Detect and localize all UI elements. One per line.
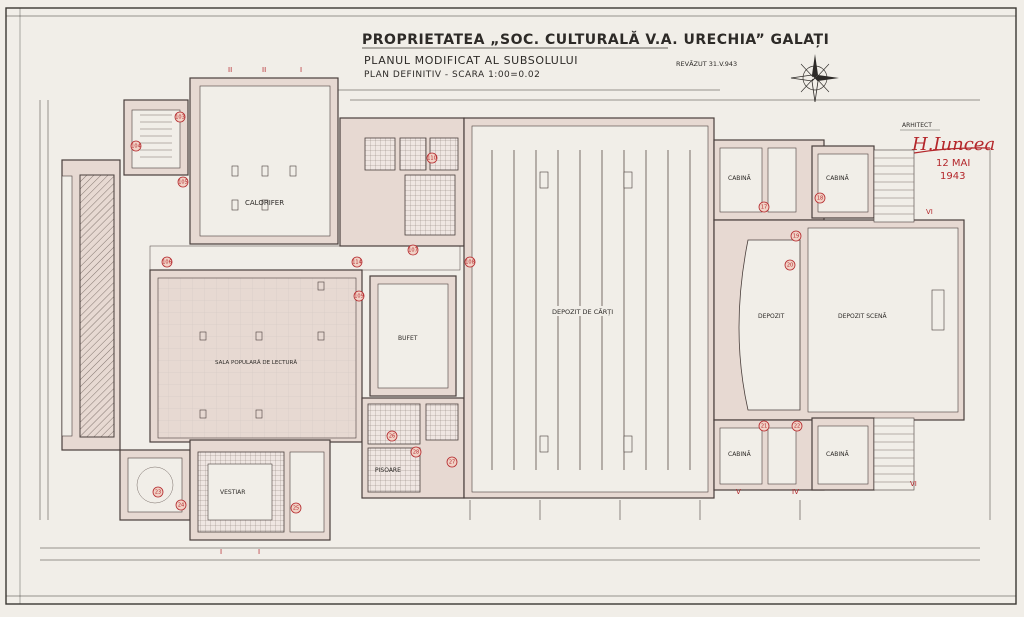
svg-text:106: 106	[162, 260, 172, 266]
svg-text:25: 25	[293, 506, 299, 512]
room-label-cabina-4: CABINĂ	[826, 451, 850, 458]
left-wing	[61, 99, 191, 521]
svg-text:19: 19	[793, 234, 799, 240]
room-marker: 106	[161, 256, 173, 268]
room-marker: 17	[758, 201, 770, 213]
svg-text:23: 23	[155, 490, 161, 496]
foundation-ticks	[469, 500, 801, 520]
room-marker: 105	[177, 176, 189, 188]
svg-text:20: 20	[787, 263, 793, 269]
room-label-reading-hall: SALA POPULARĂ DE LECTURĂ	[215, 359, 297, 366]
room-marker: 22	[791, 420, 803, 432]
north-arrow-compass-icon	[790, 54, 839, 103]
room-label-cabina-2: CABINĂ	[826, 175, 850, 182]
room-marker: 27	[446, 456, 458, 468]
svg-text:17: 17	[761, 205, 767, 211]
svg-text:21: 21	[761, 424, 767, 430]
section-mark-i-bottom: I	[220, 548, 222, 556]
svg-text:24: 24	[178, 503, 184, 509]
svg-text:18: 18	[817, 196, 823, 202]
room-marker: 21	[758, 420, 770, 432]
svg-text:22: 22	[794, 424, 800, 430]
svg-text:110: 110	[427, 156, 437, 162]
room-marker: 19	[790, 230, 802, 242]
room-label-bufet: BUFET	[398, 335, 418, 342]
vestiar-room: VESTIAR	[189, 439, 331, 541]
section-mark-i-bottom-b: I	[258, 548, 260, 556]
svg-text:26: 26	[389, 434, 395, 440]
room-marker: 26	[386, 430, 398, 442]
room-marker: 108	[464, 256, 476, 268]
room-label-pisoare: PISOARE	[375, 467, 401, 474]
svg-text:109: 109	[354, 294, 364, 300]
svg-text:114: 114	[352, 260, 362, 266]
architect-signature: H.Iuncea	[911, 134, 995, 155]
svg-text:28: 28	[413, 450, 419, 456]
room-marker: 103	[174, 111, 186, 123]
section-mark-vi-b: VI	[910, 480, 917, 488]
room-marker: 23	[152, 486, 164, 498]
book-depot: DEPOZIT DE CĂRȚI	[463, 117, 715, 499]
svg-text:103: 103	[175, 115, 185, 121]
title-block: PROPRIETATEA „SOC. CULTURALĂ V.A. URECHI…	[362, 30, 829, 80]
stage-area: CABINĂ CABINĂ DEPOZIT DEPOZIT SCENĂ CABI…	[713, 139, 965, 491]
signature-date-year: 1943	[940, 171, 965, 182]
section-mark-vi: VI	[926, 208, 933, 216]
section-marks: II II I I I V IV VI VI	[220, 66, 933, 556]
room-marker: 20	[784, 259, 796, 271]
section-mark-ii: II	[228, 66, 232, 74]
svg-text:27: 27	[449, 460, 455, 466]
sheet-border	[5, 7, 1017, 605]
dimension-lines	[39, 89, 991, 561]
signature-date-day: 12 MAI	[936, 158, 970, 169]
title-line-2: PLANUL MODIFICAT AL SUBSOLULUI	[364, 54, 578, 67]
svg-text:107: 107	[408, 248, 418, 254]
architect-label: ARHITECT	[902, 122, 932, 129]
svg-text:105: 105	[178, 180, 188, 186]
room-marker: 25	[290, 502, 302, 514]
toilets-top	[339, 117, 465, 247]
svg-text:104: 104	[131, 144, 141, 150]
section-mark-ii-b: II	[262, 66, 266, 74]
architect-block: ARHITECT H.Iuncea 12 MAI 1943	[900, 122, 995, 182]
title-line-3: PLAN DEFINITIV - SCARA 1:00=0.02	[364, 70, 540, 80]
revision-note: REVĂZUT 31.V.943	[676, 59, 737, 68]
section-mark-i: I	[300, 66, 302, 74]
room-marker: 109	[353, 290, 365, 302]
room-markers: 103 104 105 106 107 108 109 110 114 17 1…	[130, 111, 826, 514]
room-label-cabina-3: CABINĂ	[728, 451, 752, 458]
bufet-room: BUFET	[369, 275, 457, 397]
room-marker: 114	[351, 256, 363, 268]
reading-hall: SALA POPULARĂ DE LECTURĂ	[149, 269, 363, 443]
calorifer-room: CALORIFER	[189, 77, 339, 245]
svg-text:108: 108	[465, 260, 475, 266]
room-label-depozit: DEPOZIT	[758, 313, 785, 320]
room-label-depozit-scena: DEPOZIT SCENĂ	[838, 313, 887, 320]
room-marker: 18	[814, 192, 826, 204]
room-marker: 107	[407, 244, 419, 256]
room-marker: 110	[426, 152, 438, 164]
section-mark-v: V	[736, 488, 741, 496]
room-label-calorifer: CALORIFER	[245, 199, 284, 207]
room-label-cabina-1: CABINĂ	[728, 175, 752, 182]
room-marker: 28	[410, 446, 422, 458]
room-label-vestiar: VESTIAR	[220, 489, 245, 496]
title-line-1: PROPRIETATEA „SOC. CULTURALĂ V.A. URECHI…	[362, 30, 829, 48]
section-mark-iv: IV	[792, 488, 799, 496]
room-label-book-depot: DEPOZIT DE CĂRȚI	[552, 307, 613, 317]
room-marker: 104	[130, 140, 142, 152]
room-marker: 24	[175, 499, 187, 511]
